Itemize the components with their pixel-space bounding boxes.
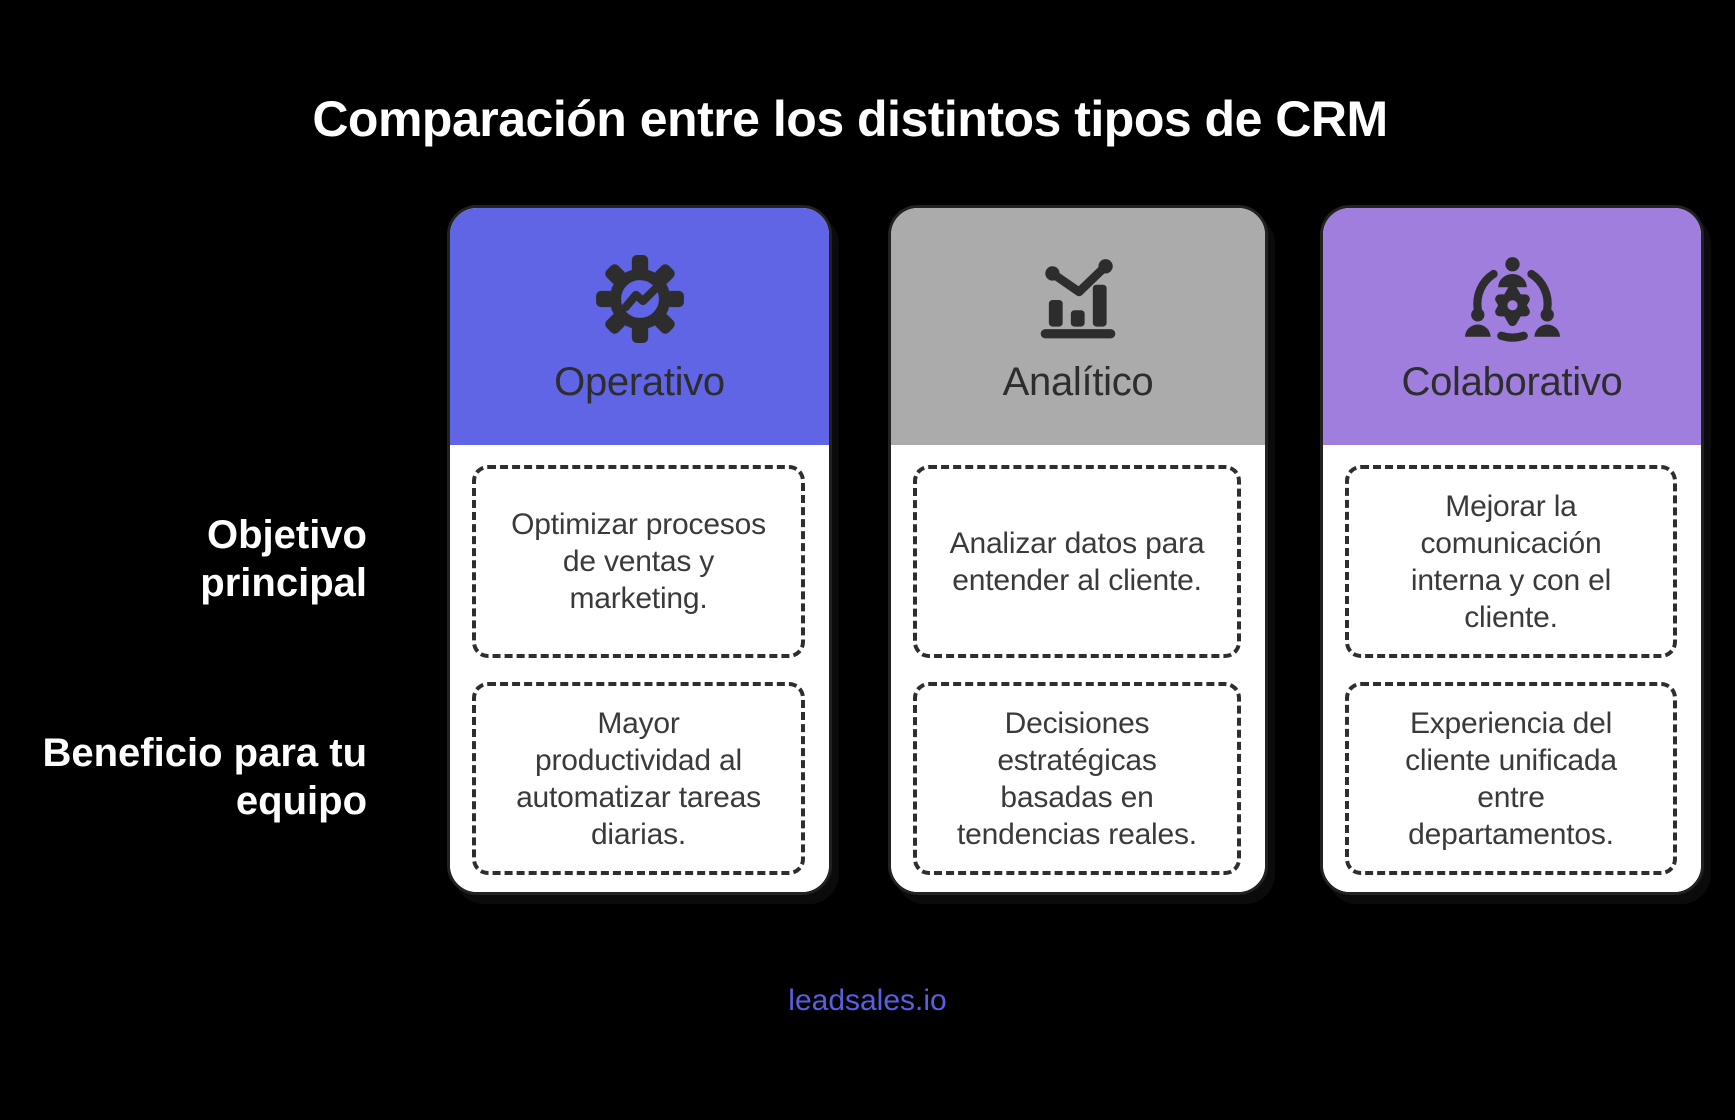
page-title: Comparación entre los distintos tipos de… <box>312 91 1388 147</box>
beneficio-text-colaborativo: Experiencia del cliente unificada entre … <box>1405 706 1617 851</box>
team-collaboration-icon <box>1464 250 1561 348</box>
crm-card-operativo: Operativo Optimizar procesos de ventas y… <box>447 205 832 895</box>
objetivo-text-analitico: Analizar datos para entender al cliente. <box>949 526 1205 597</box>
beneficio-box-operativo: Mayor productividad al automatizar tarea… <box>472 682 805 875</box>
objetivo-box-analitico: Analizar datos para entender al cliente. <box>913 465 1241 658</box>
beneficio-text-operativo: Mayor productividad al automatizar tarea… <box>516 706 761 851</box>
card-header-colaborativo: Colaborativo <box>1323 208 1701 445</box>
card-title-colaborativo: Colaborativo <box>1401 360 1623 404</box>
card-title-analitico: Analítico <box>1002 360 1154 404</box>
card-title-operativo: Operativo <box>554 360 725 404</box>
objetivo-text-operativo: Optimizar procesos de ventas y marketing… <box>511 508 766 615</box>
beneficio-box-analitico: Decisiones estratégicas basadas en tende… <box>913 682 1241 875</box>
card-header-operativo: Operativo <box>450 208 829 445</box>
beneficio-text-analitico: Decisiones estratégicas basadas en tende… <box>957 706 1197 851</box>
objetivo-box-operativo: Optimizar procesos de ventas y marketing… <box>472 465 805 658</box>
card-body-analitico: Analizar datos para entender al cliente.… <box>891 445 1265 892</box>
card-body-operativo: Optimizar procesos de ventas y marketing… <box>450 445 829 892</box>
beneficio-box-colaborativo: Experiencia del cliente unificada entre … <box>1345 682 1677 875</box>
bar-chart-trend-icon <box>1032 250 1124 348</box>
card-body-colaborativo: Mejorar la comunicación interna y con el… <box>1323 445 1701 892</box>
row-label-objetivo-principal: Objetivo principal <box>200 513 367 605</box>
star-center-hole <box>1506 299 1518 310</box>
objetivo-box-colaborativo: Mejorar la comunicación interna y con el… <box>1345 465 1677 658</box>
card-header-analitico: Analítico <box>891 208 1265 445</box>
objetivo-text-colaborativo: Mejorar la comunicación interna y con el… <box>1410 489 1612 634</box>
row-label-beneficio-equipo: Beneficio para tu equipo <box>42 731 367 823</box>
brand-text: leadsales.io <box>788 984 947 1017</box>
crm-card-colaborativo: Colaborativo Mejorar la comunicación int… <box>1320 205 1704 895</box>
gear-trend-icon <box>594 250 686 348</box>
crm-card-analitico: Analítico Analizar datos para entender a… <box>888 205 1268 895</box>
